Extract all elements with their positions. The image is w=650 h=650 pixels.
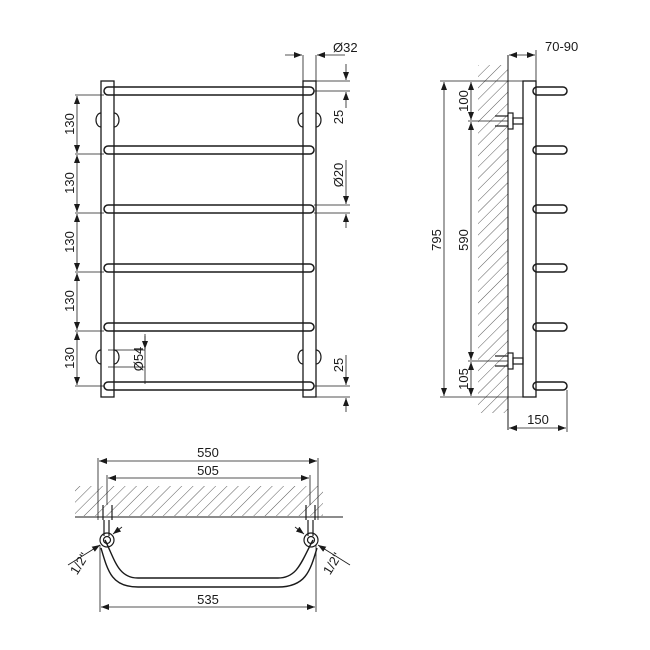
mount-diameter-label: Ø54 (131, 347, 146, 372)
front-view: 130 130 130 130 130 Ø54 Ø32 (62, 40, 358, 412)
total-height-label: 795 (429, 229, 444, 251)
right-collector (302, 80, 317, 398)
top-view: 550 505 535 1/2" 1/2" (67, 445, 351, 612)
bottom-offset-label: 25 (331, 358, 346, 372)
left-collector (100, 80, 115, 398)
rail-pitch-label: 130 (62, 113, 77, 135)
top-connection-offset-label: 100 (456, 90, 471, 112)
axis-width-label: 535 (197, 592, 219, 607)
overall-width-label: 550 (197, 445, 219, 460)
rail-pitch-label: 130 (62, 347, 77, 369)
collector-diameter-label: Ø32 (333, 40, 358, 55)
rails (103, 86, 315, 391)
rail-pitch-label: 130 (62, 290, 77, 312)
side-view: 70-90 795 590 100 105 150 (429, 39, 578, 432)
connection-spacing-label: 590 (456, 229, 471, 251)
rail-pitch-label: 130 (62, 231, 77, 253)
thread-size-right-label: 1/2" (320, 550, 345, 578)
thread-size-left-label: 1/2" (67, 550, 92, 578)
inner-width-label: 505 (197, 463, 219, 478)
rail-pitch-label: 130 (62, 172, 77, 194)
depth-label: 150 (527, 412, 549, 427)
rail-diameter-label: Ø20 (331, 163, 346, 188)
top-offset-label: 25 (331, 110, 346, 124)
standoff-label: 70-90 (545, 39, 578, 54)
bottom-connection-offset-label: 105 (456, 368, 471, 390)
